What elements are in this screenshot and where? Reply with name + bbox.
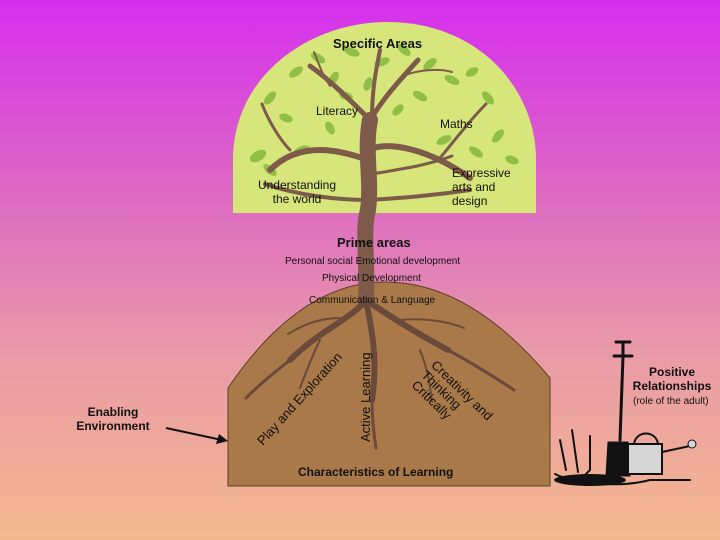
role-of-adult-label: (role of the adult) xyxy=(633,396,709,407)
soil-mound xyxy=(227,281,551,487)
prime-areas-heading: Prime areas xyxy=(337,235,411,250)
understanding-world-label: Understanding the world xyxy=(257,178,337,206)
literacy-label: Literacy xyxy=(316,104,359,118)
prime-area-psed: Personal social Emotional development xyxy=(285,256,461,267)
enabling-arrow xyxy=(165,427,228,444)
expressive-arts-label: Expressive arts and design xyxy=(452,166,511,208)
enabling-environment-label: Enabling Environment xyxy=(76,405,150,433)
positive-relationships-title: Positive Relationships xyxy=(632,365,712,393)
characteristics-heading: Characteristics of Learning xyxy=(298,465,454,479)
maths-label: Maths xyxy=(440,117,473,131)
prime-area-communication: Communication & Language xyxy=(309,295,436,306)
tree-canopy xyxy=(233,22,536,213)
specific-areas-title: Specific Areas xyxy=(333,36,423,51)
tree-trunk xyxy=(260,48,488,308)
prime-area-physical: Physical Development xyxy=(322,273,421,284)
garden-tools-illustration xyxy=(554,340,697,486)
tree-roots xyxy=(244,297,516,450)
active-learning-label: Active Learning xyxy=(358,352,373,442)
